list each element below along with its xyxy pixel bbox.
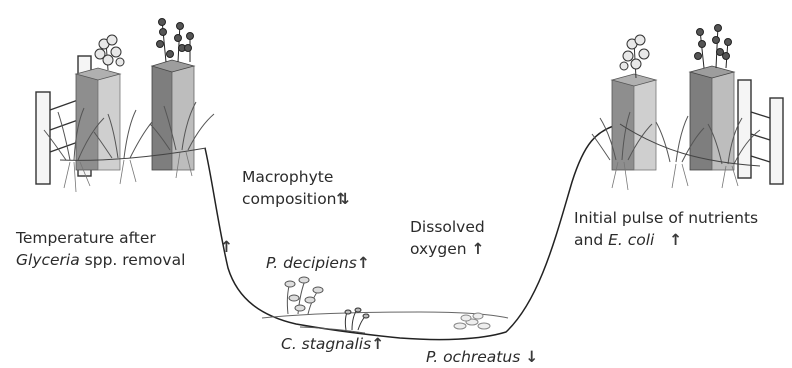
temperature-genus: Glyceria: [16, 251, 80, 269]
macrophyte-composition-label: Macrophyte composition⇅: [242, 166, 350, 210]
left-planter-box-1: [76, 68, 120, 170]
c-stagnalis-name: C. stagnalis: [281, 335, 371, 353]
initial-ecoli: E. coli: [608, 231, 654, 249]
temperature-label: Temperature after Glyceria spp. removal: [16, 227, 185, 271]
right-flower-plant-2: [695, 25, 732, 69]
right-planter-box-1: [612, 74, 656, 170]
dissolved-line1: Dissolved: [410, 218, 485, 236]
left-flower-plant-2: [157, 19, 194, 63]
p-ochreatus-down-arrow-icon: ↓: [525, 346, 538, 368]
initial-pulse-up-arrow-icon: ↑: [669, 229, 682, 251]
temperature-up-arrow-icon: ↑: [220, 236, 233, 258]
c-stagnalis-up-arrow-icon: ↑: [371, 333, 384, 355]
right-bank-fence: [738, 80, 783, 184]
p-decipiens-label: P. decipiens↑: [266, 252, 370, 274]
p-ochreatus-label: P. ochreatus ↓: [426, 346, 538, 368]
initial-line1: Initial pulse of nutrients: [574, 209, 758, 227]
c-stagnalis-label: C. stagnalis↑: [281, 333, 384, 355]
temperature-line1: Temperature after: [16, 229, 156, 247]
dissolved-oxygen-label: Dissolved oxygen ↑: [410, 216, 485, 260]
initial-line2-prefix: and: [574, 231, 608, 249]
right-flower-plant-1: [620, 35, 649, 78]
p-decipiens-up-arrow-icon: ↑: [357, 252, 370, 274]
p-ochreatus-plant-illustration: [454, 313, 490, 329]
dissolved-oxygen-up-arrow-icon: ↑: [472, 238, 485, 260]
p-decipiens-plant-illustration: [285, 277, 323, 314]
macrophyte-line2: composition: [242, 190, 337, 208]
macrophyte-line1: Macrophyte: [242, 168, 333, 186]
macrophyte-up-down-arrow-icon: ⇅: [337, 188, 350, 210]
left-flower-plant-1: [95, 35, 124, 70]
c-stagnalis-plant-illustration: [345, 308, 369, 330]
right-planter-box-2: [690, 66, 734, 170]
p-decipiens-name: P. decipiens: [266, 254, 357, 272]
dissolved-line2: oxygen: [410, 240, 467, 258]
initial-pulse-label: Initial pulse of nutrients and E. coli ↑: [574, 207, 758, 251]
temperature-rest: spp. removal: [80, 251, 186, 269]
p-ochreatus-name: P. ochreatus: [426, 348, 520, 366]
